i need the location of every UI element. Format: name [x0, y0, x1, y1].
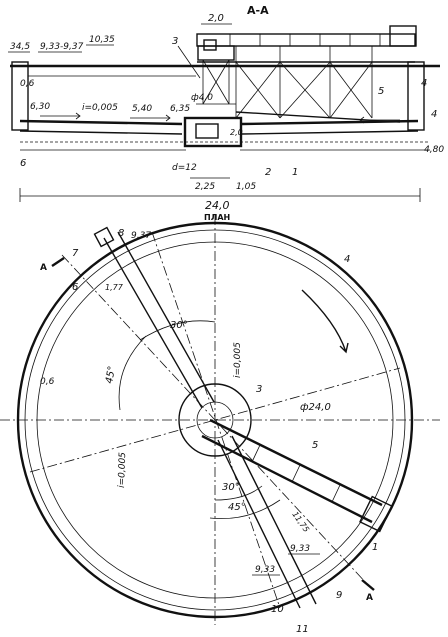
bridge-width: 2,0	[208, 13, 224, 24]
plan-wall: 0,6	[40, 377, 55, 387]
section-mark-bottom: A	[366, 593, 373, 603]
section-mark-top: A	[40, 263, 47, 273]
inlet-pipe	[93, 226, 215, 409]
arm-dim: 11,75	[290, 510, 311, 534]
pit-depth: 1,05	[236, 182, 256, 192]
plan-callout-1: 1	[372, 542, 378, 553]
plan-diameter: ф24,0	[300, 402, 331, 413]
depth-left: 6,30	[30, 102, 50, 112]
left-level: 34,5	[10, 42, 30, 52]
depth-mid: 5,40	[132, 104, 152, 114]
plan-title: ПЛАН	[204, 213, 230, 222]
plan-callout-7: 7	[72, 248, 79, 259]
section-callout-1: 1	[292, 167, 298, 178]
section-slope: i=0,005	[82, 103, 118, 113]
angle-bottom-1: 30°	[222, 482, 240, 493]
overall-width: 24,0	[205, 199, 230, 212]
plan-callout-8: 8	[118, 228, 124, 239]
section-callout-6: 6	[20, 158, 26, 169]
plan-callout-4: 4	[344, 254, 350, 265]
angle-bottom-arc-1	[214, 485, 263, 501]
tray-dim: 1,77	[105, 283, 124, 292]
bridge-truss	[196, 25, 417, 119]
section-callout-5: 5	[378, 86, 384, 97]
plan-view: ПЛАН A	[0, 213, 440, 635]
pipe-diameter: d=12	[172, 163, 197, 173]
pit-width: 2,25	[195, 182, 215, 192]
plan-callout-5: 5	[312, 440, 318, 451]
plan-callout-11: 11	[296, 624, 309, 635]
level-bottom: 9,33	[255, 565, 275, 575]
top-level: 10,35	[89, 35, 115, 45]
plan-callout-6: 6	[72, 282, 78, 293]
scraper-bridge	[201, 418, 393, 609]
right-depth: 4,80	[424, 145, 444, 155]
angle-left-arc	[118, 335, 147, 411]
plan-callout-3: 3	[256, 384, 262, 395]
rotation-arrow	[301, 289, 349, 354]
level-right: 9,33	[290, 544, 310, 554]
angle-top: 30°	[170, 320, 188, 331]
edge-depth: 0,6	[20, 79, 35, 89]
depth-center: 6,35	[170, 104, 190, 114]
plan-callout-9: 9	[336, 590, 342, 601]
tank-body	[10, 61, 440, 151]
plan-slope-left: i=0,005	[117, 452, 128, 488]
angle-bottom-2: 45°	[228, 502, 246, 513]
central-shaft	[196, 45, 401, 123]
angle-left: 45°	[104, 365, 118, 384]
section-callout-2: 2	[265, 167, 271, 178]
section-callout-4-top: 4	[421, 78, 427, 89]
section-title: A-A	[247, 4, 269, 17]
angle-top-arc	[139, 320, 216, 341]
section-view: A-A 2,0	[8, 4, 444, 212]
center-dim: 2,0	[230, 128, 243, 137]
tray-level: 9,37	[131, 231, 151, 241]
plan-callout-10: 10	[271, 604, 284, 615]
section-callout-4-right: 4	[431, 109, 437, 120]
water-levels: 9,33-9,37	[40, 42, 84, 52]
section-callout-3: 3	[172, 36, 178, 47]
plan-slope-top: i=0,005	[233, 342, 243, 378]
shaft-diameter: ф4,0	[191, 93, 213, 103]
angle-bottom-arc-2	[209, 499, 281, 519]
